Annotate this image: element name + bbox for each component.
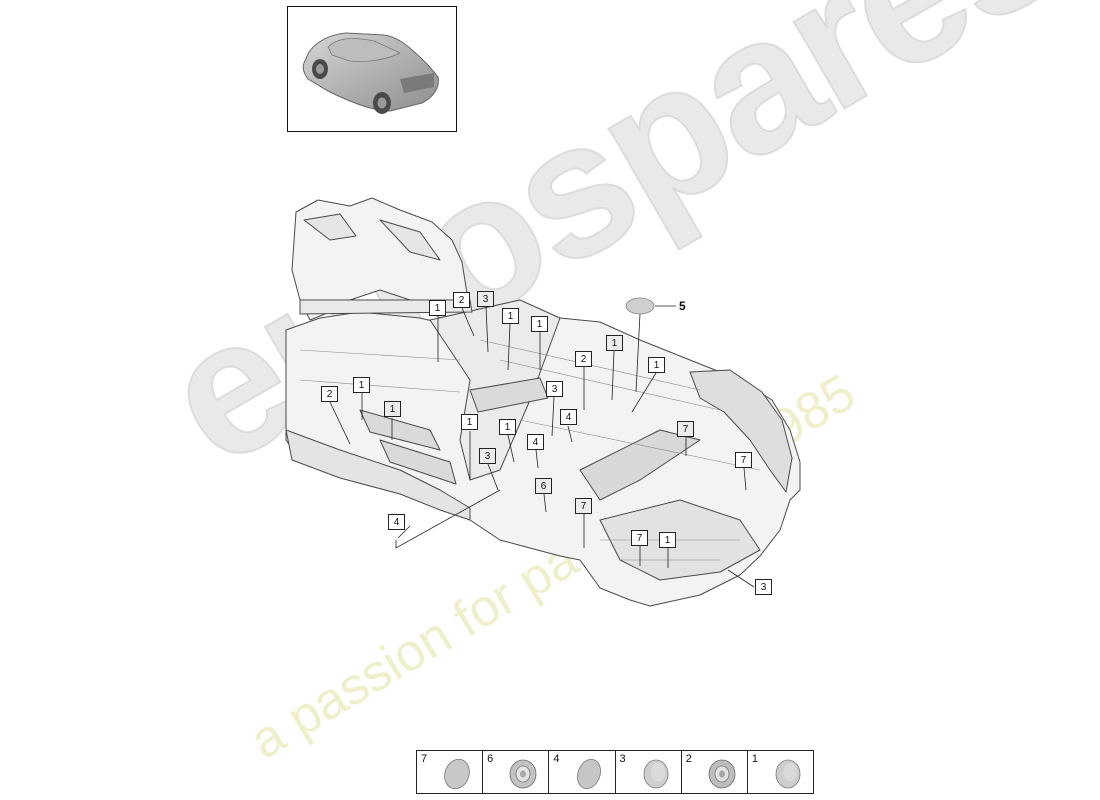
- callout-2[interactable]: 2: [321, 386, 338, 402]
- legend-item-3[interactable]: 3: [616, 751, 682, 793]
- callout-3[interactable]: 3: [479, 448, 496, 464]
- callout-1[interactable]: 1: [648, 357, 665, 373]
- callout-5[interactable]: 5: [679, 299, 686, 313]
- callout-1[interactable]: 1: [384, 401, 401, 417]
- grommet-5-icon: [625, 297, 655, 315]
- vehicle-thumbnail: [287, 6, 457, 132]
- callout-4[interactable]: 4: [388, 514, 405, 530]
- callout-7[interactable]: 7: [575, 498, 592, 514]
- callout-7[interactable]: 7: [677, 421, 694, 437]
- callout-1[interactable]: 1: [429, 300, 446, 316]
- legend-item-4[interactable]: 4: [549, 751, 616, 793]
- dome-plug-icon: [643, 759, 668, 789]
- callout-3[interactable]: 3: [477, 291, 494, 307]
- callout-4[interactable]: 4: [527, 434, 544, 450]
- dome-plug-icon: [775, 759, 801, 789]
- legend-number: 7: [421, 753, 428, 765]
- callout-7[interactable]: 7: [735, 452, 752, 468]
- callout-3[interactable]: 3: [755, 579, 772, 595]
- callout-6[interactable]: 6: [535, 478, 552, 494]
- car-icon: [302, 32, 439, 114]
- callout-3[interactable]: 3: [546, 381, 563, 397]
- callout-4[interactable]: 4: [560, 409, 577, 425]
- callout-2[interactable]: 2: [453, 292, 470, 308]
- legend-item-2[interactable]: 2: [682, 751, 748, 793]
- legend-number: 1: [751, 753, 758, 765]
- ring-grommet-icon: [708, 759, 736, 789]
- callout-1[interactable]: 1: [502, 308, 519, 324]
- legend-number: 6: [487, 753, 494, 765]
- flat-plug-icon: [577, 759, 602, 789]
- callout-1[interactable]: 1: [461, 414, 478, 430]
- legend-item-1[interactable]: 1: [748, 751, 813, 793]
- ring-grommet-icon: [509, 759, 537, 789]
- legend-item-6[interactable]: 6: [483, 751, 550, 793]
- callout-1[interactable]: 1: [531, 316, 548, 332]
- legend-item-7[interactable]: 7: [417, 751, 484, 793]
- callout-1[interactable]: 1: [353, 377, 370, 393]
- callout-1[interactable]: 1: [659, 532, 676, 548]
- legend-number: 2: [685, 753, 692, 765]
- flat-plug-icon: [444, 758, 470, 790]
- callout-1[interactable]: 1: [499, 419, 516, 435]
- parts-legend: 7 6 4 3 2: [416, 750, 814, 794]
- callout-2[interactable]: 2: [575, 351, 592, 367]
- legend-number: 3: [619, 753, 626, 765]
- callout-1[interactable]: 1: [606, 335, 623, 351]
- legend-number: 4: [553, 753, 560, 765]
- callout-7[interactable]: 7: [631, 530, 648, 546]
